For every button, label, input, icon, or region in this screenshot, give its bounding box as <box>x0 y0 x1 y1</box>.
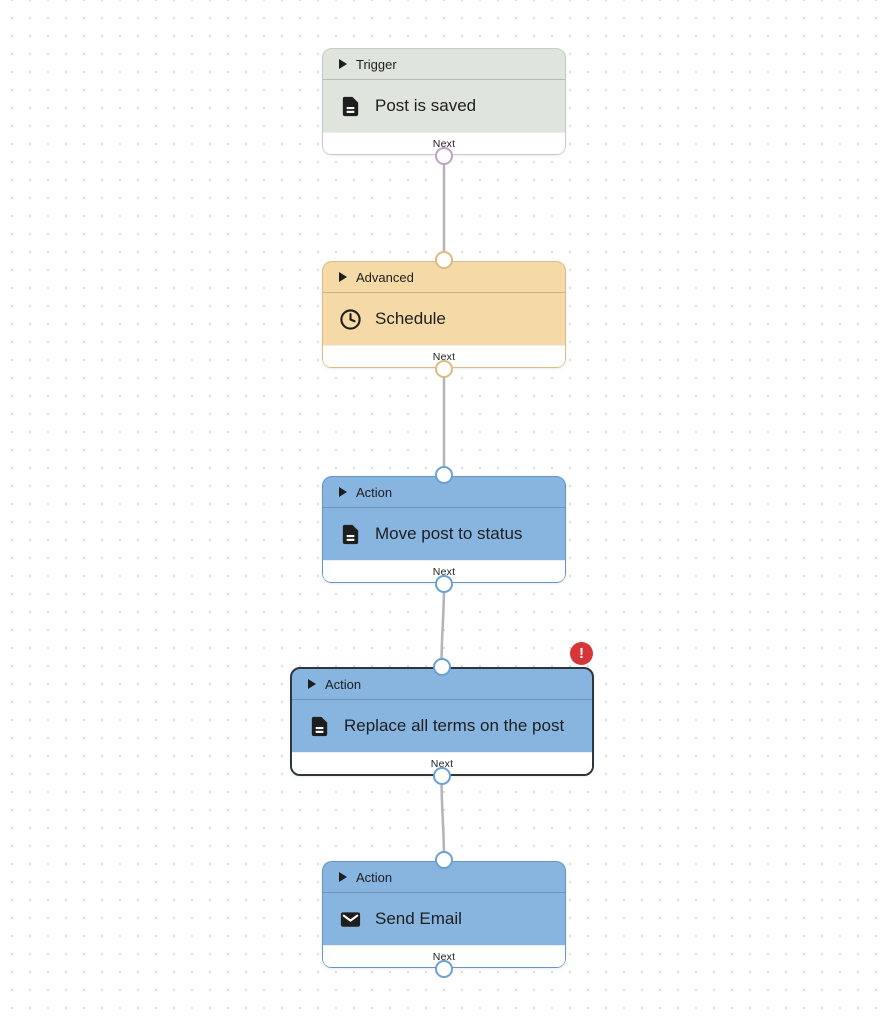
node-header[interactable]: Advanced <box>323 262 565 293</box>
next-label: Next <box>430 757 454 770</box>
node-title: Send Email <box>375 909 462 928</box>
input-port[interactable] <box>435 851 453 869</box>
next-label: Next <box>432 950 456 963</box>
node-action-send-email[interactable]: Action Send Email Next <box>322 851 566 978</box>
post-icon <box>342 524 359 544</box>
output-port[interactable] <box>433 767 451 785</box>
edge-action2-to-action3 <box>440 774 446 863</box>
node-category-label: Advanced <box>356 269 414 285</box>
node-body[interactable]: Schedule <box>323 293 565 345</box>
collapse-triangle-icon <box>308 679 316 689</box>
output-port[interactable] <box>435 360 453 378</box>
collapse-triangle-icon <box>339 487 347 497</box>
post-icon <box>311 716 328 736</box>
edge-action1-to-action2 <box>440 582 446 669</box>
error-exclamation: ! <box>579 645 584 662</box>
node-footer: Next <box>323 345 565 367</box>
node-footer: Next <box>323 945 565 967</box>
node-category-label: Action <box>325 676 362 692</box>
next-label: Next <box>432 137 456 150</box>
node-category-label: Trigger <box>356 56 397 72</box>
node-trigger-post-is-saved[interactable]: Trigger Post is saved Next <box>322 48 566 165</box>
collapse-triangle-icon <box>339 272 347 282</box>
next-label: Next <box>432 350 456 363</box>
node-title: Schedule <box>375 309 446 328</box>
node-category-label: Action <box>356 484 393 500</box>
node-footer: Next <box>323 132 565 154</box>
node-header[interactable]: Action <box>323 477 565 508</box>
node-advanced-schedule[interactable]: Advanced Schedule Next <box>322 251 566 378</box>
node-header[interactable]: Trigger <box>323 49 565 80</box>
next-label: Next <box>432 565 456 578</box>
node-footer: Next <box>323 560 565 582</box>
node-body[interactable]: Replace all terms on the post <box>292 700 592 752</box>
input-port[interactable] <box>433 658 451 676</box>
node-title: Move post to status <box>375 524 523 543</box>
output-port[interactable] <box>435 960 453 978</box>
node-header[interactable]: Action <box>323 862 565 893</box>
input-port[interactable] <box>435 251 453 269</box>
collapse-triangle-icon <box>339 872 347 882</box>
email-icon <box>340 911 361 927</box>
node-header[interactable]: Action <box>292 669 592 700</box>
post-icon <box>342 96 359 116</box>
output-port[interactable] <box>435 147 453 165</box>
node-title: Post is saved <box>375 96 477 115</box>
node-action-move-post-to-status[interactable]: Action Move post to status Next <box>322 466 566 593</box>
node-body[interactable]: Post is saved <box>323 80 565 132</box>
node-action-replace-all-terms[interactable]: ! Action Replace all terms on the post N… <box>290 642 594 785</box>
output-port[interactable] <box>435 575 453 593</box>
node-footer: Next <box>292 752 592 774</box>
node-category-label: Action <box>356 869 393 885</box>
error-badge[interactable]: ! <box>570 642 593 665</box>
node-body[interactable]: Send Email <box>323 893 565 945</box>
clock-icon <box>340 308 361 330</box>
node-title: Replace all terms on the post <box>344 716 565 735</box>
input-port[interactable] <box>435 466 453 484</box>
collapse-triangle-icon <box>339 59 347 69</box>
node-body[interactable]: Move post to status <box>323 508 565 560</box>
